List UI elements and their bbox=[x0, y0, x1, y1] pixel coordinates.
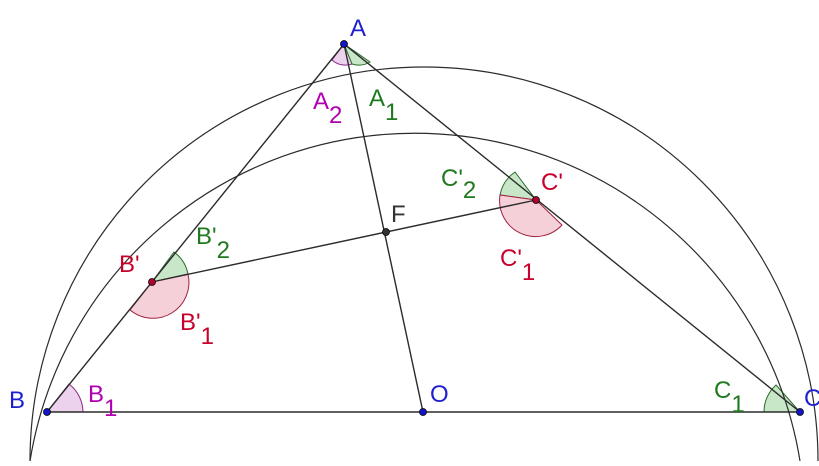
point-f bbox=[382, 228, 390, 236]
label-angle-b1-prime-base: B' bbox=[180, 309, 201, 336]
inner-circle-arc bbox=[29, 132, 801, 462]
point-a bbox=[340, 40, 348, 48]
label-angle-c2-prime-base: C' bbox=[441, 165, 463, 192]
label-angle-a2: A2 bbox=[313, 88, 342, 129]
label-angle-b2-prime-sub: 2 bbox=[217, 237, 230, 264]
label-point-a: A bbox=[350, 15, 366, 42]
label-angle-c1: C1 bbox=[714, 377, 745, 418]
label-point-b: B bbox=[9, 387, 25, 414]
label-angle-b1-prime: B'1 bbox=[180, 309, 214, 350]
label-angle-b2-prime: B'2 bbox=[196, 223, 230, 264]
label-angle-a1-sub: 1 bbox=[385, 99, 398, 126]
angle-marker-b1-prime bbox=[129, 273, 190, 319]
label-point-c: C bbox=[804, 385, 819, 412]
label-angle-b2-prime-base: B' bbox=[196, 223, 217, 250]
label-angle-c1-sub: 1 bbox=[731, 391, 744, 418]
label-angle-a1: A1 bbox=[369, 85, 398, 126]
label-angle-c1-prime-base: C' bbox=[500, 245, 522, 272]
label-point-b-prime: B' bbox=[119, 251, 140, 278]
segment-b-prime-c-prime bbox=[151, 199, 537, 283]
point-b-prime bbox=[148, 278, 156, 286]
point-c bbox=[796, 408, 804, 416]
label-angle-b1-sub: 1 bbox=[104, 395, 117, 422]
point-o bbox=[419, 408, 427, 416]
label-point-c-prime: C' bbox=[541, 169, 563, 196]
label-angle-b1-base: B bbox=[88, 381, 104, 408]
label-angle-a2-sub: 2 bbox=[329, 102, 342, 129]
angle-marker-c1-prime bbox=[499, 194, 563, 238]
point-c-prime bbox=[532, 196, 540, 204]
label-angle-b1: B1 bbox=[88, 381, 117, 422]
label-point-o: O bbox=[430, 381, 449, 408]
label-angle-c2-prime-sub: 2 bbox=[463, 177, 476, 204]
circumcircle-arc bbox=[29, 66, 819, 462]
label-angle-b1-prime-sub: 1 bbox=[201, 323, 214, 350]
segment-ao bbox=[343, 43, 424, 413]
label-angle-a1-base: A bbox=[369, 85, 385, 112]
label-angle-c1-prime: C'1 bbox=[500, 245, 535, 286]
label-angle-c1-prime-sub: 1 bbox=[522, 259, 535, 286]
segment-ab bbox=[46, 43, 345, 413]
label-angle-a2-base: A bbox=[313, 88, 329, 115]
label-angle-c1-base: C bbox=[714, 377, 731, 404]
segment-ac bbox=[343, 43, 801, 413]
label-angle-c2-prime: C'2 bbox=[441, 165, 476, 204]
angle-marker-b1 bbox=[45, 383, 84, 413]
point-b bbox=[43, 408, 51, 416]
label-point-f: F bbox=[391, 201, 406, 228]
